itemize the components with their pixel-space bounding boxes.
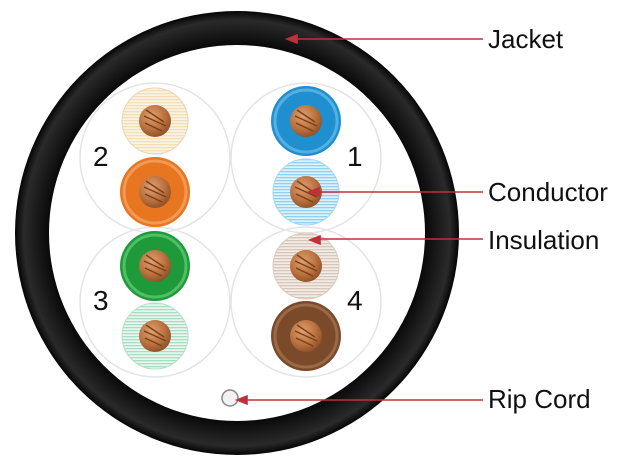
wire-white-orange (121, 87, 189, 155)
wire-white-green (121, 302, 189, 370)
insulation-arrowhead (307, 234, 321, 246)
pair-4-outline (230, 226, 382, 378)
wire-brown (271, 301, 341, 371)
pair-2-number: 2 (93, 141, 109, 172)
wire-white-brown (272, 232, 340, 300)
conductor-label: Conductor (488, 177, 608, 207)
wire-white-blue (272, 158, 340, 226)
rip-cord-label: Rip Cord (488, 384, 591, 414)
wire-blue (271, 86, 341, 156)
wire-green (120, 231, 190, 301)
pair-2 (120, 87, 190, 227)
wire-orange (120, 157, 190, 227)
pair-1-number: 1 (347, 141, 363, 172)
jacket-arrowhead (284, 33, 298, 45)
rip-cord-arrowhead (234, 394, 248, 406)
jacket-label: Jacket (488, 24, 564, 54)
pair-4 (271, 232, 341, 371)
conductor-arrowhead (306, 186, 320, 198)
cable-jacket (15, 11, 459, 455)
leader-lines (234, 33, 483, 406)
insulation-label: Insulation (488, 225, 599, 255)
pair-3 (120, 231, 190, 370)
rip-cord (221, 389, 239, 407)
pair-1 (271, 86, 341, 226)
pair-4-number: 4 (347, 285, 363, 316)
pair-3-number: 3 (93, 285, 109, 316)
